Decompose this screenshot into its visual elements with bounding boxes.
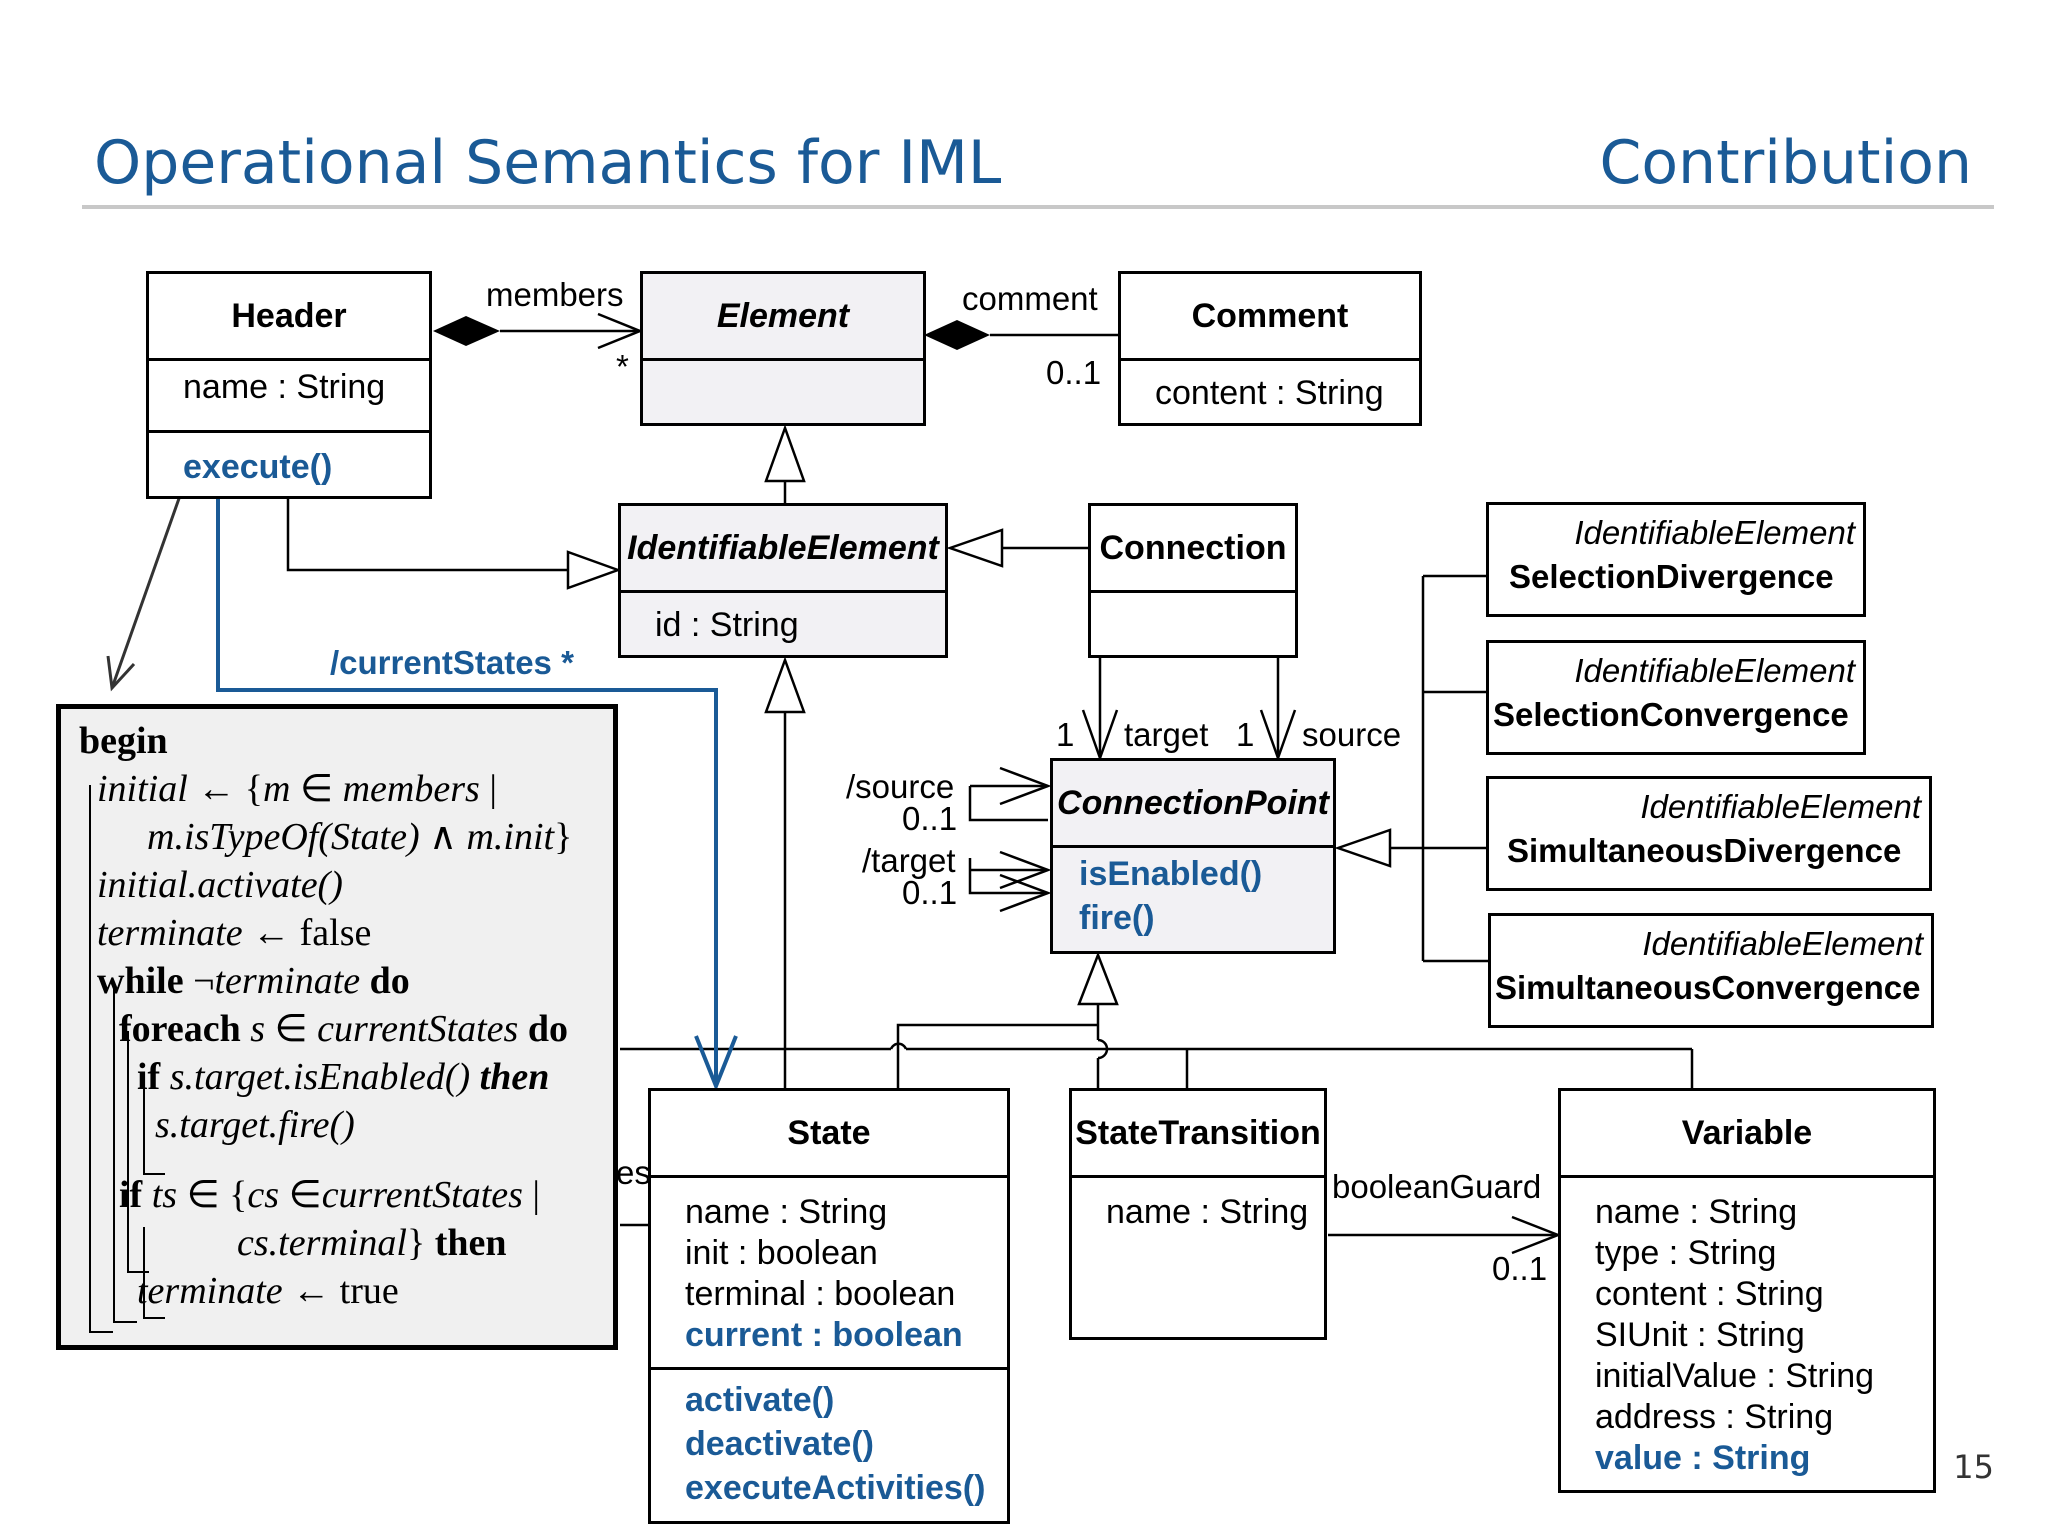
comment-attribute: content : String	[1155, 374, 1384, 412]
state-transition-class-name: StateTransition	[1072, 1091, 1324, 1178]
execute-activities-operation: executeActivities()	[685, 1469, 986, 1507]
members-diamond	[433, 316, 500, 346]
element-class: Element	[640, 271, 926, 426]
state-attr-terminal: terminal : boolean	[685, 1275, 956, 1313]
algo-line-8: if s.target.isEnabled() then	[137, 1056, 550, 1098]
algo-line-7: foreach s ∈ currentStates do	[119, 1008, 568, 1050]
connection-point-class: ConnectionPoint isEnabled() fire()	[1050, 758, 1336, 954]
execute-to-algorithm-arrow	[106, 489, 184, 692]
connection-point-class-name: ConnectionPoint	[1053, 761, 1333, 848]
variable-attr-initial-value: initialValue : String	[1595, 1357, 1875, 1395]
variable-class: Variable name : String type : String con…	[1558, 1088, 1936, 1493]
derived-source-target-arrows	[968, 766, 1052, 913]
boolean-guard-multiplicity: 0..1	[1492, 1250, 1548, 1287]
identifiable-element-attribute: id : String	[655, 606, 799, 644]
variable-attr-value: value : String	[1595, 1439, 1811, 1477]
cropped-association-label: es	[616, 1154, 651, 1191]
comment-diamond	[924, 320, 990, 350]
selection-convergence-stereotype: IdentifiableElement	[1574, 652, 1855, 689]
slide-title: Operational Semantics for IML	[94, 128, 1002, 198]
members-multiplicity: *	[616, 348, 629, 385]
state-attr-current: current : boolean	[685, 1316, 963, 1354]
deactivate-operation: deactivate()	[685, 1425, 874, 1463]
simultaneous-divergence-class: IdentifiableElement SimultaneousDivergen…	[1486, 776, 1932, 891]
current-states-label: /currentStates *	[330, 644, 574, 681]
boolean-guard-label: booleanGuard	[1332, 1168, 1542, 1205]
variable-attr-siunit: SIUnit : String	[1595, 1316, 1805, 1354]
variable-attr-content: content : String	[1595, 1275, 1824, 1313]
algo-line-6: while ¬terminate do	[97, 960, 410, 1002]
algo-line-9: s.target.fire()	[155, 1104, 355, 1146]
selection-divergence-name: SelectionDivergence	[1509, 558, 1834, 595]
target-label: target	[1124, 716, 1209, 753]
simultaneous-convergence-class: IdentifiableElement SimultaneousConverge…	[1488, 913, 1934, 1028]
algo-line-2: initial ← {m ∈ members |	[97, 768, 497, 810]
simultaneous-convergence-name: SimultaneousConvergence	[1495, 969, 1921, 1006]
variable-attr-type: type : String	[1595, 1234, 1777, 1272]
state-class-name: State	[651, 1091, 1007, 1178]
variable-attr-name: name : String	[1595, 1193, 1798, 1231]
element-class-name: Element	[643, 274, 923, 361]
is-enabled-operation: isEnabled()	[1079, 855, 1263, 893]
algo-line-10: if ts ∈ {cs ∈currentStates |	[119, 1174, 541, 1216]
selection-convergence-name: SelectionConvergence	[1493, 696, 1849, 733]
members-composition	[500, 312, 644, 350]
state-to-identifiable-generalization	[764, 656, 806, 1088]
algo-line-4: initial.activate()	[97, 864, 343, 906]
page-number: 15	[1953, 1448, 1994, 1486]
algo-line-3: m.isTypeOf(State) ∧ m.init}	[147, 816, 573, 858]
state-transition-attribute: name : String	[1106, 1193, 1309, 1231]
comment-class: Comment content : String	[1118, 271, 1422, 426]
stereotyped-to-connectionpoint-generalization	[1334, 574, 1488, 963]
connection-to-identifiable-generalization	[946, 528, 1088, 568]
comment-class-name: Comment	[1121, 274, 1419, 361]
connection-class: Connection	[1088, 503, 1298, 658]
boolean-guard-association	[1328, 1215, 1562, 1255]
derived-target-multiplicity: 0..1	[902, 874, 958, 911]
selection-convergence-class: IdentifiableElement SelectionConvergence	[1486, 640, 1866, 755]
header-to-identifiable-generalization	[286, 498, 622, 590]
algo-line-12: terminate ← true	[137, 1270, 399, 1312]
connection-class-name: Connection	[1091, 506, 1295, 593]
comment-label: comment	[962, 280, 1098, 317]
variable-attr-address: address : String	[1595, 1398, 1834, 1436]
derived-source-label: /source	[846, 768, 955, 805]
identifiable-element-class: IdentifiableElement id : String	[618, 503, 948, 658]
source-label: source	[1302, 716, 1402, 753]
simultaneous-convergence-stereotype: IdentifiableElement	[1642, 925, 1923, 962]
identifiable-element-class-name: IdentifiableElement	[621, 506, 945, 593]
algo-line-5: terminate ← false	[97, 912, 372, 954]
subclass-generalization-tree	[620, 951, 1694, 1088]
header-attribute: name : String	[149, 361, 429, 433]
state-attr-name: name : String	[685, 1193, 888, 1231]
algo-line-11: cs.terminal} then	[237, 1222, 507, 1264]
fire-operation: fire()	[1079, 899, 1155, 937]
selection-divergence-stereotype: IdentifiableElement	[1574, 514, 1855, 551]
state-attr-init: init : boolean	[685, 1234, 878, 1272]
execute-algorithm-box: begin initial ← {m ∈ members | m.isTypeO…	[56, 704, 618, 1350]
state-transition-class: StateTransition name : String	[1069, 1088, 1327, 1340]
target-multiplicity: 1	[1056, 716, 1075, 753]
slide-section: Contribution	[1599, 128, 1972, 198]
members-label: members	[486, 276, 624, 313]
title-divider	[82, 205, 1994, 209]
comment-multiplicity: 0..1	[1046, 354, 1102, 391]
source-multiplicity: 1	[1236, 716, 1255, 753]
derived-target-label: /target	[862, 842, 956, 879]
selection-divergence-class: IdentifiableElement SelectionDivergence	[1486, 502, 1866, 617]
activate-operation: activate()	[685, 1381, 835, 1419]
variable-class-name: Variable	[1561, 1091, 1933, 1178]
header-class: Header name : String execute()	[146, 271, 432, 499]
state-class: State name : String init : boolean termi…	[648, 1088, 1010, 1524]
simultaneous-divergence-stereotype: IdentifiableElement	[1640, 788, 1921, 825]
header-operation: execute()	[183, 448, 333, 486]
current-states-association	[216, 498, 738, 1092]
algo-line-1: begin	[79, 720, 168, 762]
identifiable-to-element-generalization	[764, 424, 806, 503]
simultaneous-divergence-name: SimultaneousDivergence	[1507, 832, 1902, 869]
derived-source-multiplicity: 0..1	[902, 800, 958, 837]
header-class-name: Header	[149, 274, 429, 361]
